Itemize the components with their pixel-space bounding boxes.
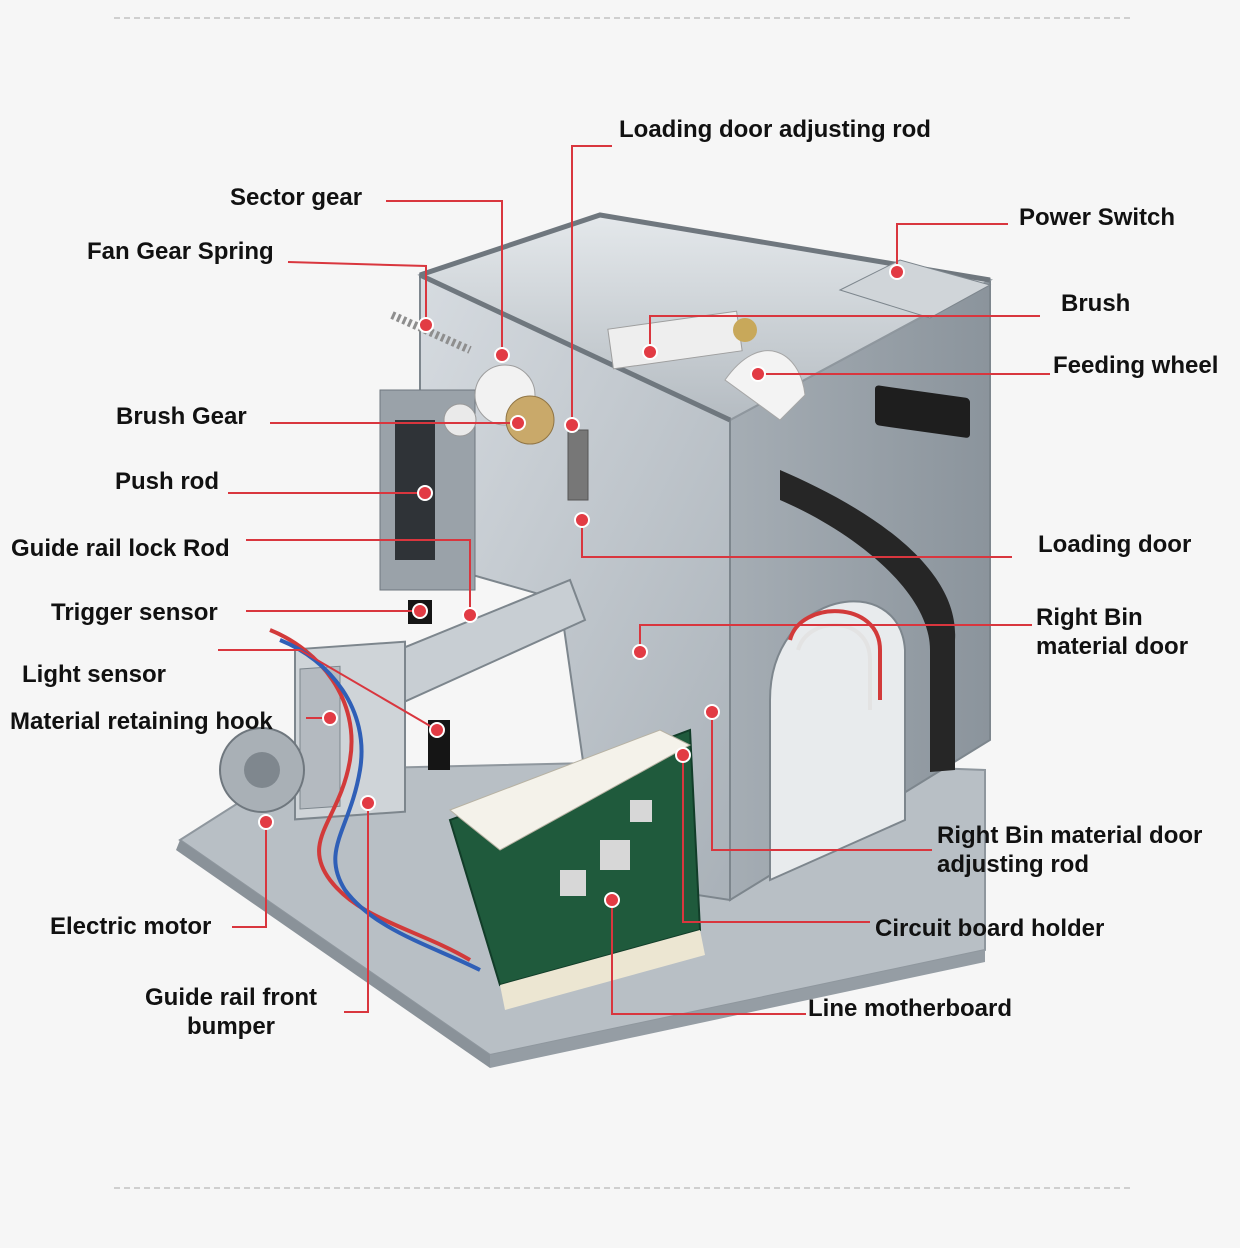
leader-line-fan-gear-spring bbox=[287, 261, 427, 325]
label-loading-door: Loading door bbox=[1038, 531, 1192, 558]
callout-dot-material-retaining-hook bbox=[322, 710, 338, 726]
label-power-switch: Power Switch bbox=[1019, 204, 1176, 231]
callout-dot-sector-gear bbox=[494, 347, 510, 363]
leader-line-power-switch bbox=[896, 223, 1008, 272]
leader-line-loading-door bbox=[581, 520, 1012, 558]
fan-gear-spring-shape bbox=[390, 311, 472, 354]
label-brush: Brush bbox=[1061, 290, 1131, 317]
callout-dot-brush bbox=[642, 344, 658, 360]
callout-dot-right-bin-material-door-adjusting-rod bbox=[704, 704, 720, 720]
callout-dot-electric-motor bbox=[258, 814, 274, 830]
label-circuit-board-holder: Circuit board holder bbox=[875, 915, 1105, 942]
label-electric-motor: Electric motor bbox=[50, 913, 212, 940]
callout-dot-guide-rail-front-bumper bbox=[360, 795, 376, 811]
label-feeding-wheel: Feeding wheel bbox=[1053, 352, 1219, 379]
callout-dot-fan-gear-spring bbox=[418, 317, 434, 333]
callout-dot-power-switch bbox=[889, 264, 905, 280]
callout-dot-guide-rail-lock-rod bbox=[462, 607, 478, 623]
label-right-bin-material-door: Right Bin material door bbox=[1036, 604, 1189, 660]
label-guide-rail-front-bumper: Guide rail front bumper bbox=[145, 984, 318, 1040]
label-sector-gear: Sector gear bbox=[230, 184, 363, 211]
circuit-board-cover bbox=[449, 729, 692, 851]
leader-line-line-motherboard bbox=[611, 900, 806, 1015]
power-switch-body bbox=[875, 385, 970, 438]
label-material-retaining-hook: Material retaining hook bbox=[10, 708, 273, 735]
feeding-wheel-shape bbox=[724, 350, 806, 421]
label-brush-gear: Brush Gear bbox=[116, 403, 247, 430]
brush-gear-shape bbox=[505, 395, 555, 445]
leader-line-electric-motor bbox=[232, 822, 267, 928]
power-switch-plate bbox=[838, 259, 992, 319]
callout-dot-right-bin-material-door bbox=[632, 644, 648, 660]
callout-dot-loading-door bbox=[574, 512, 590, 528]
label-fan-gear-spring: Fan Gear Spring bbox=[87, 238, 274, 265]
callout-dot-feeding-wheel bbox=[750, 366, 766, 382]
leader-line-guide-rail-lock-rod bbox=[246, 539, 471, 615]
leader-line-loading-door-adjusting-rod bbox=[571, 145, 612, 425]
bottom-divider bbox=[114, 1187, 1130, 1189]
label-right-bin-material-door-adjusting-rod: Right Bin material door adjusting rod bbox=[937, 822, 1203, 878]
leader-line-brush bbox=[649, 315, 1040, 352]
label-loading-door-adjusting-rod: Loading door adjusting rod bbox=[619, 116, 931, 143]
foam-strip bbox=[780, 470, 956, 772]
leader-line-guide-rail-front-bumper bbox=[344, 803, 369, 1013]
callout-dot-circuit-board-holder bbox=[675, 747, 691, 763]
leader-line-circuit-board-holder bbox=[682, 755, 870, 923]
callout-dot-light-sensor bbox=[429, 722, 445, 738]
callout-dot-line-motherboard bbox=[604, 892, 620, 908]
leader-line-light-sensor bbox=[218, 649, 438, 731]
callout-dot-trigger-sensor bbox=[412, 603, 428, 619]
top-divider bbox=[114, 17, 1130, 19]
callout-dot-push-rod bbox=[417, 485, 433, 501]
leader-line-right-bin-material-door bbox=[639, 624, 1032, 652]
label-line-motherboard: Line motherboard bbox=[808, 995, 1013, 1022]
label-trigger-sensor: Trigger sensor bbox=[51, 599, 218, 626]
label-light-sensor: Light sensor bbox=[22, 661, 167, 688]
leader-line-right-bin-material-door-adjusting-rod bbox=[711, 712, 932, 851]
label-push-rod: Push rod bbox=[115, 468, 220, 495]
label-guide-rail-lock-rod: Guide rail lock Rod bbox=[11, 535, 230, 562]
callout-dot-loading-door-adjusting-rod bbox=[564, 417, 580, 433]
callout-dot-brush-gear bbox=[510, 415, 526, 431]
leader-line-sector-gear bbox=[386, 200, 503, 355]
